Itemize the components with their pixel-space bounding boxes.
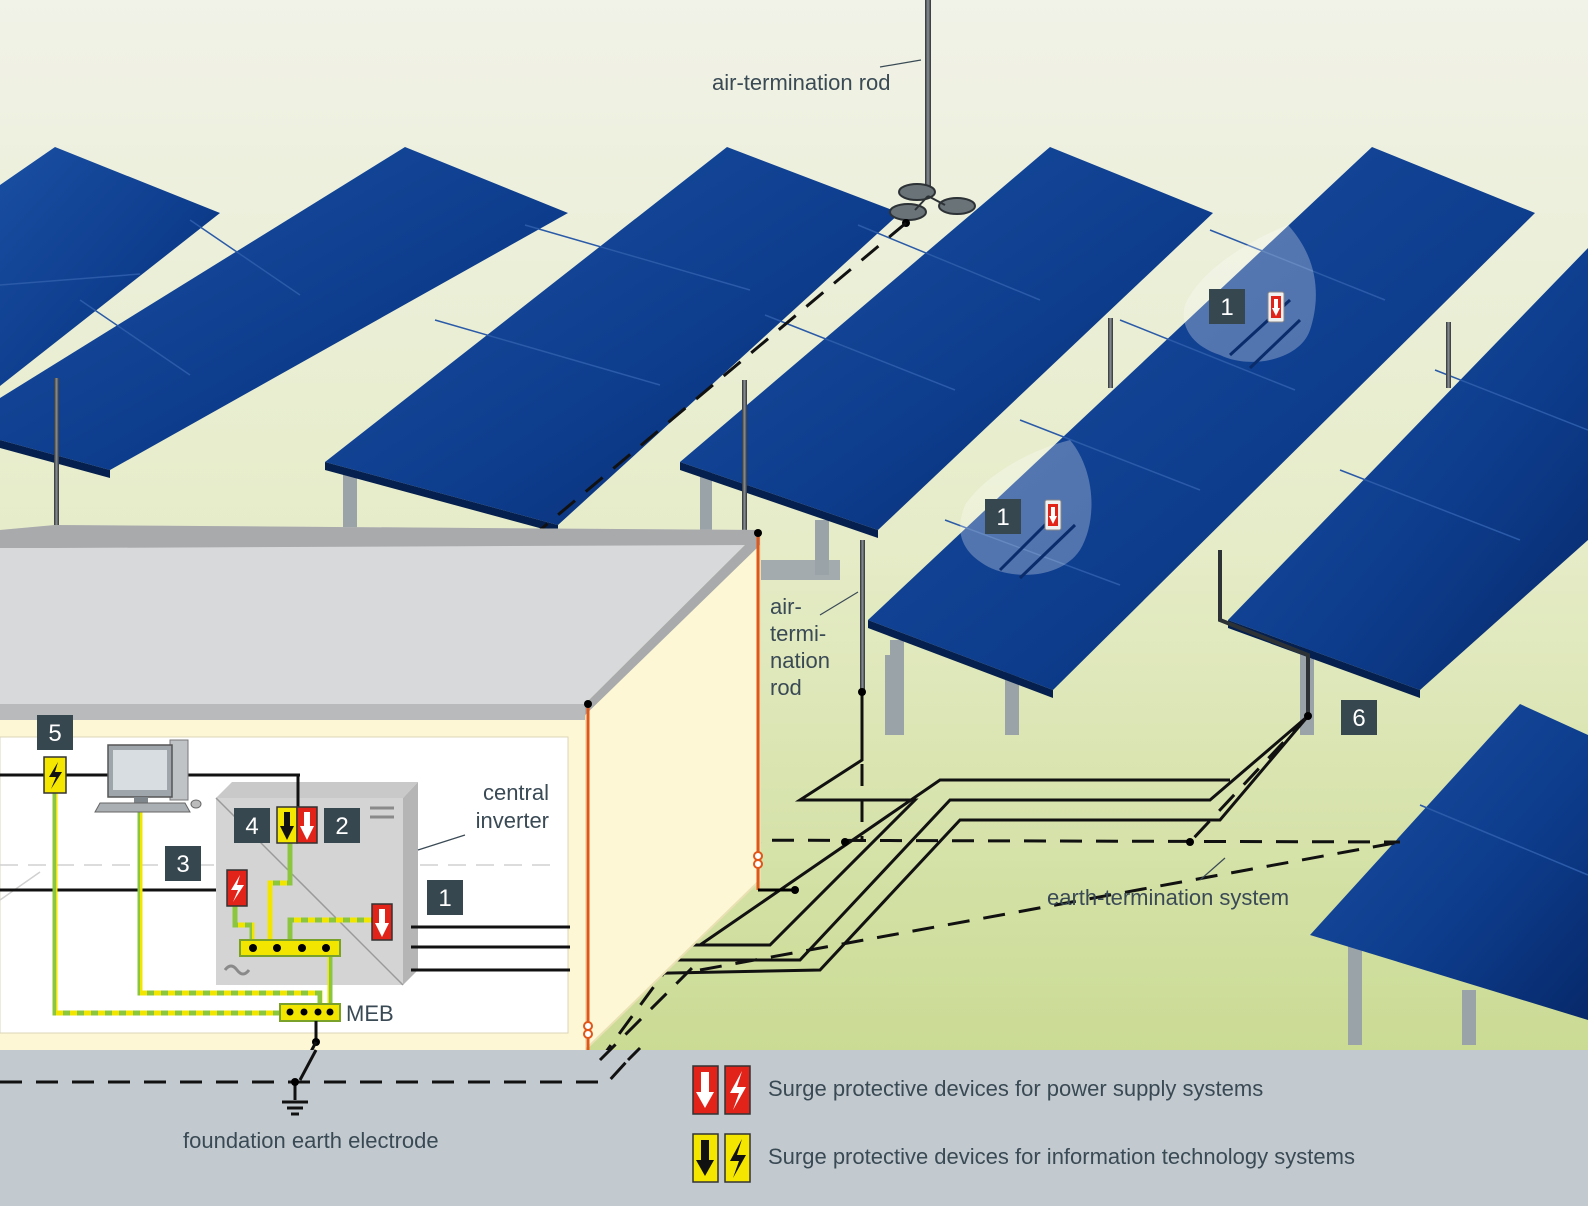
label-earth-termination-system: earth-termination system: [1047, 885, 1289, 910]
earth-symbol-icon: [282, 1049, 318, 1116]
label-air-termination-rod-side-2: termi-: [770, 621, 826, 646]
label-central-inverter-2: inverter: [476, 808, 549, 833]
badge-inverter-ac: 2: [324, 808, 360, 843]
meb-busbar: [279, 1003, 341, 1022]
pv-row-f: [1228, 248, 1588, 735]
label-air-termination-rod-side-4: rod: [770, 675, 802, 700]
spd-ac-2: [296, 806, 318, 844]
spd-data-4: [276, 806, 298, 844]
equipotential-bonding: [52, 790, 380, 1016]
spd-it-5: [43, 756, 67, 794]
label-air-termination-rod-side-1: air-: [770, 594, 802, 619]
label-foundation-earth-electrode: foundation earth electrode: [183, 1128, 439, 1153]
svg-text:1: 1: [1220, 294, 1233, 321]
badge-data-interface: 4: [234, 808, 270, 843]
spd-module-top: [1267, 291, 1285, 323]
badge-it-line: 5: [37, 715, 73, 750]
label-central-inverter-1: central: [483, 780, 549, 805]
computer-icon: [94, 739, 202, 813]
badge-module-mid: 1: [985, 499, 1021, 534]
label-air-termination-rod-top: air-termination rod: [712, 70, 891, 95]
pv-row-a: [0, 147, 220, 386]
pv-row-c: [325, 147, 900, 533]
surge-arrow-icon: [692, 1065, 719, 1115]
air-termination-rod-icon: [54, 318, 1451, 716]
svg-text:4: 4: [245, 813, 258, 840]
badge-module-top: 1: [1209, 289, 1245, 324]
legend-it-spd: Surge protective devices for information…: [692, 1133, 1355, 1183]
down-conductors: [583, 529, 1312, 1064]
lightning-bolt-icon: [724, 1065, 751, 1115]
lightning-bolt-icon: [724, 1133, 751, 1183]
legend-power-spd-text: Surge protective devices for power suppl…: [768, 1076, 1263, 1101]
spd-dc-1: [371, 903, 393, 941]
svg-text:1: 1: [996, 504, 1009, 531]
main-air-termination-mast: [889, 0, 976, 227]
inverter-busbar: [239, 939, 341, 957]
pv-array: [0, 147, 1588, 1045]
legend-band: [0, 1050, 1588, 1206]
spd-power-3: [226, 869, 248, 907]
badge-inverter-monitoring: 3: [165, 846, 201, 881]
leader-lines: [417, 59, 1226, 881]
svg-text:2: 2: [335, 813, 348, 840]
legend-power-spd: Surge protective devices for power suppl…: [692, 1065, 1263, 1115]
badge-earthing-point: 6: [1341, 700, 1377, 735]
spd-module-mid: [1044, 499, 1062, 531]
foundation-earth-line: [0, 1058, 630, 1084]
svg-text:1: 1: [438, 885, 451, 912]
svg-text:3: 3: [176, 851, 189, 878]
surge-arrow-icon: [692, 1133, 719, 1183]
svg-text:5: 5: [48, 720, 61, 747]
svg-text:6: 6: [1352, 705, 1365, 732]
badge-inverter-dc: 1: [427, 880, 463, 915]
pv-row-g: [1310, 704, 1588, 1045]
label-air-termination-rod-side-3: nation: [770, 648, 830, 673]
legend-it-spd-text: Surge protective devices for information…: [768, 1144, 1355, 1169]
label-meb: MEB: [346, 1001, 394, 1026]
